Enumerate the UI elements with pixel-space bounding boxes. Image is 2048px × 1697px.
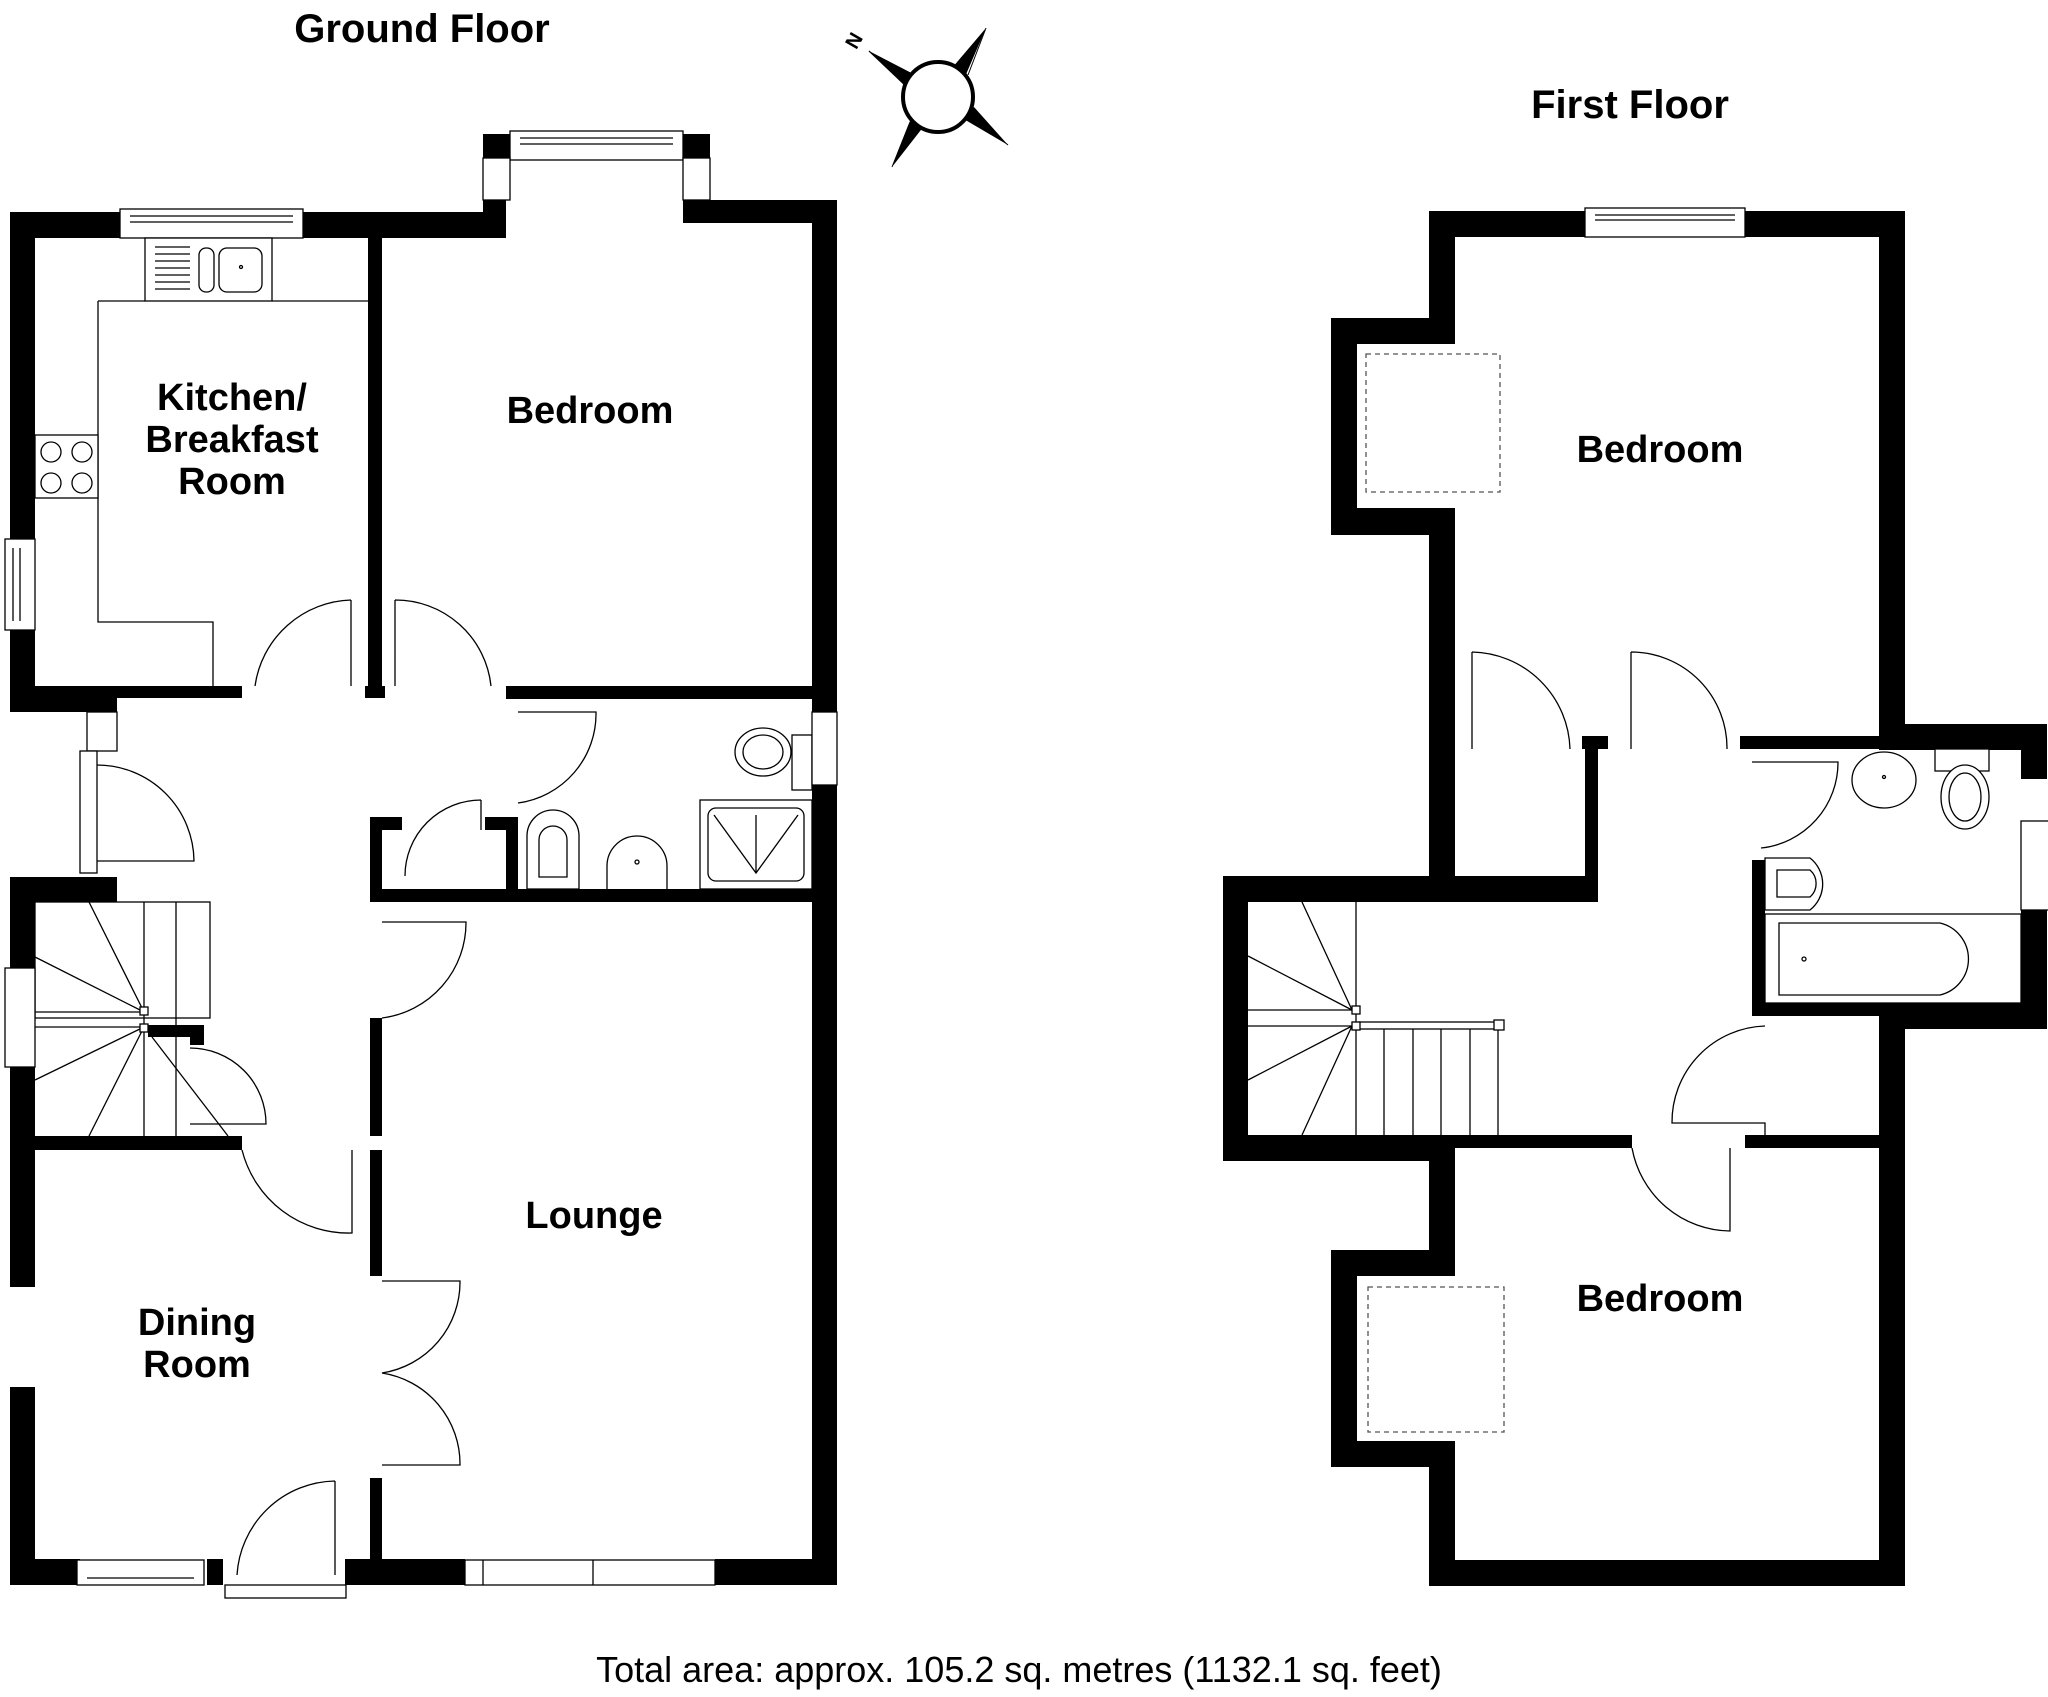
ground-floor-title: Ground Floor [294,7,550,51]
svg-text:Dining: Dining [138,1302,256,1344]
room-label-kitchen: Kitchen/ Breakfast Room [145,377,319,503]
svg-text:Kitchen/: Kitchen/ [157,377,307,419]
ground-floor-walls [10,134,837,1585]
compass-rose-icon: N [842,27,1009,168]
total-area-caption: Total area: approx. 105.2 sq. metres (11… [596,1649,1442,1690]
svg-text:Room: Room [178,461,286,503]
room-label-lounge: Lounge [525,1195,662,1237]
first-floor-fixtures [1247,207,2048,1433]
first-floor-title: First Floor [1531,83,1729,127]
room-label-dining: Dining Room [138,1302,256,1386]
room-label-bedroom: Bedroom [507,390,674,432]
ground-floor-fixtures [4,130,838,1599]
svg-text:Breakfast: Breakfast [145,419,319,461]
svg-text:Room: Room [143,1344,251,1386]
first-floor-walls [1223,211,2047,1586]
room-label-bedroom-1: Bedroom [1577,429,1744,471]
north-label: N [842,29,868,53]
room-label-bedroom-2: Bedroom [1577,1278,1744,1320]
